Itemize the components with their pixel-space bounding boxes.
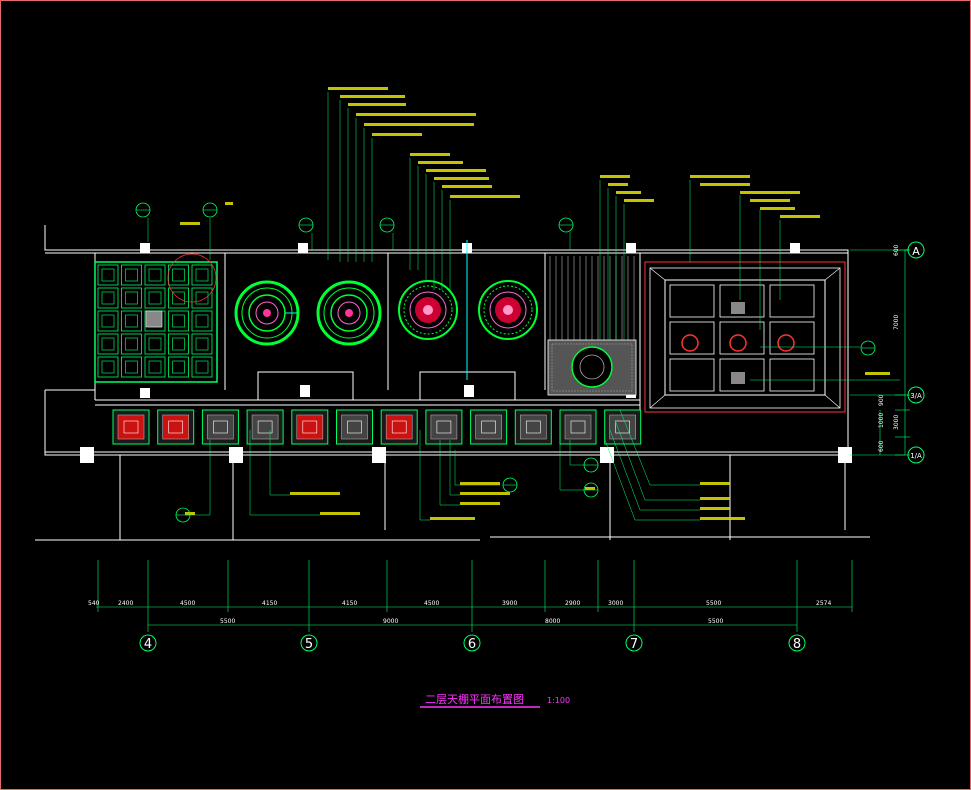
square-coffer: [157, 409, 195, 445]
rectangular-coffer-ceiling: [644, 261, 846, 413]
axis-bubble-3-A: 3/A: [907, 386, 925, 404]
square-coffer: [380, 409, 418, 445]
dim-text: 7000: [893, 315, 900, 330]
dim-text: 4500: [424, 600, 439, 607]
dim-text: 5500: [708, 618, 723, 625]
square-coffer: [425, 409, 463, 445]
axis-bubble-A: A: [907, 241, 925, 259]
dim-text: 8000: [545, 618, 560, 625]
drawing-scale: 1:100: [547, 696, 570, 705]
svg-text:A: A: [912, 245, 920, 258]
dim-text: 5500: [706, 600, 721, 607]
axis-bubble-6: 6: [463, 634, 481, 652]
right-dimension-texts: 600 7000 900 3000 1000 600: [878, 244, 900, 452]
dim-text: 4150: [262, 600, 277, 607]
section-markers: [135, 202, 876, 523]
svg-text:8: 8: [793, 637, 801, 652]
square-coffer-row: [112, 409, 642, 445]
dim-text: 5500: [220, 618, 235, 625]
svg-text:4: 4: [144, 637, 152, 652]
square-coffer: [201, 409, 239, 445]
round-dome-3: [398, 280, 458, 340]
dim-text: 900: [878, 394, 885, 406]
dim-text: 4150: [342, 600, 357, 607]
leader-lines: [147, 92, 900, 521]
square-coffer: [470, 409, 508, 445]
round-dome-2: [316, 280, 382, 346]
title-block: 二层天棚平面布置图 1:100: [420, 692, 570, 708]
square-coffer: [246, 409, 284, 445]
dim-text: 3900: [502, 600, 517, 607]
section-marker: [860, 340, 876, 356]
striped-ceiling: [549, 256, 635, 340]
medallion-panel: [547, 339, 637, 396]
square-coffer: [559, 409, 597, 445]
axis-bubble-5: 5: [300, 634, 318, 652]
axis-bubble-7: 7: [625, 634, 643, 652]
drawing-title: 二层天棚平面布置图: [425, 692, 524, 706]
dim-text: 2574: [816, 600, 831, 607]
dim-text: 600: [878, 440, 885, 452]
section-marker: [135, 202, 151, 218]
axis-bubble-8: 8: [788, 634, 806, 652]
section-marker: [202, 202, 218, 218]
dimension-lines: [96, 249, 910, 632]
square-coffer: [514, 409, 552, 445]
dim-text: 3000: [608, 600, 623, 607]
dim-text: 540: [88, 600, 100, 607]
svg-text:5: 5: [305, 637, 313, 652]
dim-text: 9000: [383, 618, 398, 625]
section-marker: [175, 507, 191, 523]
svg-text:6: 6: [468, 637, 476, 652]
section-marker: [583, 482, 599, 498]
coffered-grid-ceiling: [94, 253, 218, 383]
square-coffer: [112, 409, 150, 445]
svg-text:7: 7: [630, 637, 638, 652]
column-axis-bubbles: 4 5 6 7 8: [139, 634, 806, 652]
svg-text:3/A: 3/A: [910, 392, 922, 400]
square-coffer: [604, 409, 642, 445]
square-coffer: [336, 409, 373, 445]
top-dimension-texts: 540 2400 4500 4150 4150 4500 3900 2900 3…: [88, 600, 831, 607]
annotation-labels: [180, 87, 890, 520]
section-marker: [558, 217, 574, 233]
dim-text: 2400: [118, 600, 133, 607]
svg-text:1/A: 1/A: [910, 452, 922, 460]
section-marker: [298, 217, 314, 233]
axis-bubble-4: 4: [139, 634, 157, 652]
dim-text: 600: [893, 244, 900, 256]
section-marker: [583, 457, 599, 473]
section-marker: [379, 217, 395, 233]
dim-text: 3000: [893, 415, 900, 430]
square-coffer: [291, 409, 329, 445]
bottom-dimension-texts: 5500 9000 8000 5500: [220, 618, 723, 625]
dim-text: 4500: [180, 600, 195, 607]
row-axis-bubbles: A 3/A 1/A: [905, 241, 925, 464]
dim-text: 1000: [878, 413, 885, 428]
section-marker: [502, 477, 518, 493]
structural-columns: [80, 243, 852, 463]
dim-text: 2900: [565, 600, 580, 607]
round-dome-4: [478, 280, 538, 340]
axis-bubble-1-A: 1/A: [907, 446, 925, 464]
